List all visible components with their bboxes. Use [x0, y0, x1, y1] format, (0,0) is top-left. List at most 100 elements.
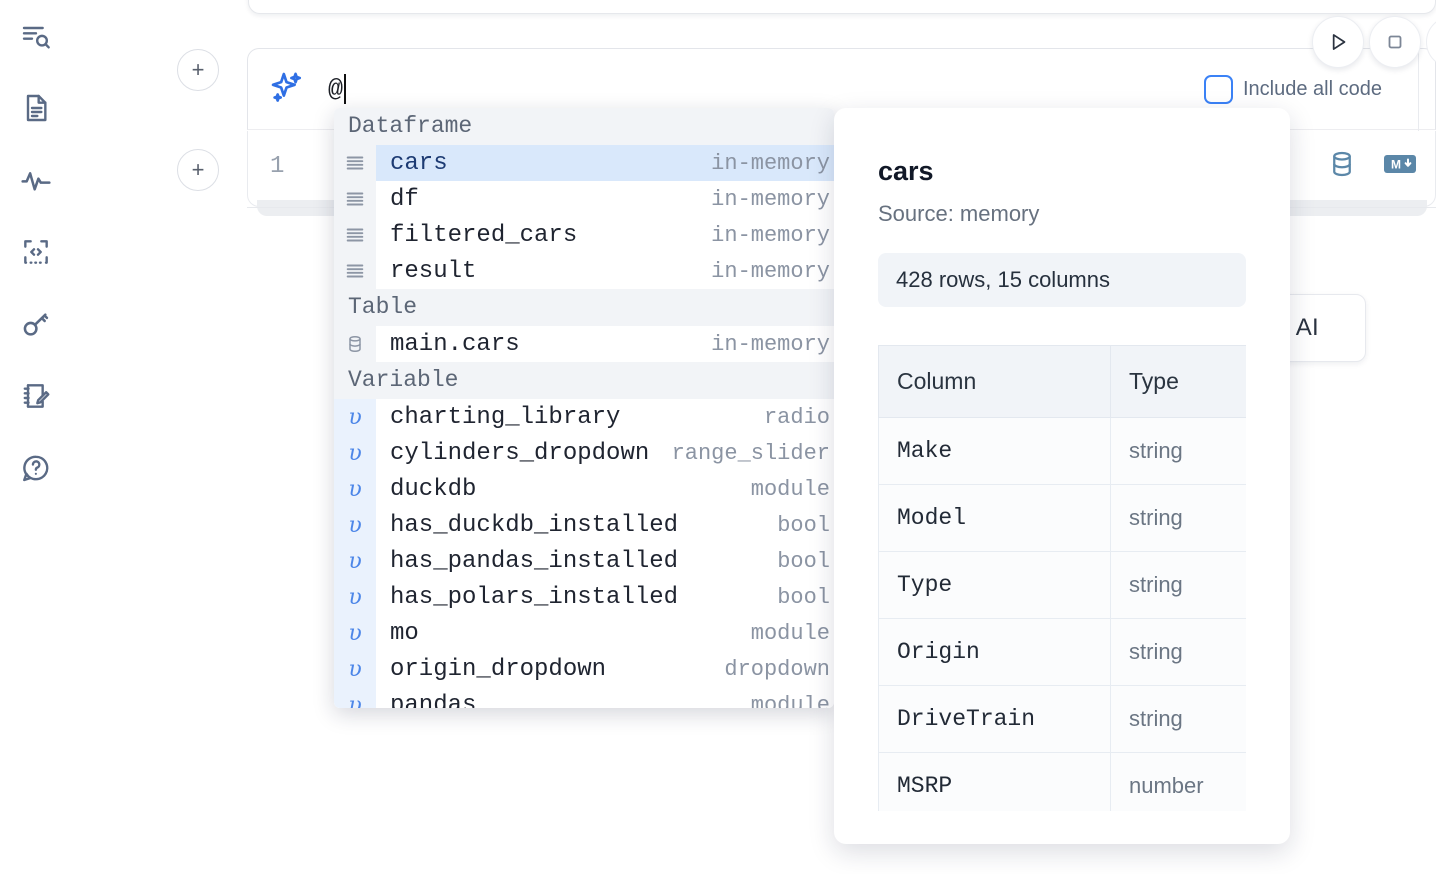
dataframe-icon — [334, 181, 376, 217]
explore-search-icon[interactable] — [14, 14, 58, 58]
autocomplete-item-type: in-memory — [711, 150, 830, 176]
column-type-cell: string — [1110, 551, 1246, 619]
variable-icon: υ — [334, 543, 376, 579]
autocomplete-item-type: bool — [777, 584, 830, 610]
autocomplete-item[interactable]: main.cars in-memory — [334, 326, 834, 362]
autocomplete-item-name: has_duckdb_installed — [390, 511, 679, 539]
autocomplete-item-name: charting_library — [390, 403, 621, 431]
autocomplete-group-header: Dataframe — [334, 108, 834, 145]
column-type-cell: string — [1110, 484, 1246, 552]
left-rail — [0, 0, 72, 874]
column-type-cell: string — [1110, 417, 1246, 485]
column-name-cell: DriveTrain — [878, 685, 1111, 753]
column-name-cell: Origin — [878, 618, 1111, 686]
variable-icon: υ — [334, 651, 376, 687]
cell-toolbar: M — [1327, 149, 1417, 179]
column-name-cell: Model — [878, 484, 1111, 552]
autocomplete-item[interactable]: cars in-memory — [334, 145, 834, 181]
sparkle-ai-icon — [268, 69, 306, 107]
autocomplete-item[interactable]: result in-memory — [334, 253, 834, 289]
autocomplete-item-type: range_slider — [671, 440, 830, 466]
column-header-column: Column — [878, 345, 1111, 418]
variable-icon: υ — [334, 687, 376, 708]
autocomplete-item-type: module — [750, 476, 830, 502]
autocomplete-item-type: in-memory — [711, 222, 830, 248]
autocomplete-item-name: result — [390, 257, 477, 285]
line-number: 1 — [270, 153, 285, 180]
autocomplete-item-name: main.cars — [390, 330, 520, 358]
autocomplete-item-name: has_polars_installed — [390, 583, 679, 611]
variable-icon: υ — [334, 471, 376, 507]
markdown-icon[interactable]: M — [1383, 152, 1417, 176]
autocomplete-group-header: Table — [334, 289, 834, 326]
autocomplete-item-name: df — [390, 185, 419, 213]
variable-icon: υ — [334, 435, 376, 471]
column-type-cell: string — [1110, 618, 1246, 686]
info-title: cars — [878, 156, 934, 186]
column-type-cell: string — [1110, 685, 1246, 753]
panel-above-edge — [248, 0, 1436, 14]
info-shape-badge: 428 rows, 15 columns — [878, 253, 1246, 307]
variable-icon: υ — [334, 615, 376, 651]
column-type-cell: number — [1110, 752, 1246, 811]
database-icon[interactable] — [1327, 149, 1357, 179]
autocomplete-item-name: mo — [390, 619, 419, 647]
variable-icon: υ — [334, 507, 376, 543]
autocomplete-item-name: cars — [390, 149, 448, 177]
add-cell-button-above[interactable]: + — [177, 49, 219, 91]
autocomplete-item-type: module — [750, 692, 830, 709]
activity-icon[interactable] — [14, 158, 58, 202]
help-chat-icon[interactable] — [14, 446, 58, 490]
code-snippet-icon[interactable] — [14, 230, 58, 274]
add-cell-button-below[interactable]: + — [177, 149, 219, 191]
run-button[interactable] — [1312, 16, 1364, 68]
autocomplete-item-type: in-memory — [711, 331, 830, 357]
key-icon[interactable] — [14, 302, 58, 346]
dataframe-icon — [334, 145, 376, 181]
dataframe-info-panel: cars Source: memory 428 rows, 15 columns… — [834, 108, 1290, 844]
document-icon[interactable] — [14, 86, 58, 130]
autocomplete-item-type: in-memory — [711, 258, 830, 284]
autocomplete-item-type: radio — [763, 404, 830, 430]
autocomplete-item-name: has_pandas_installed — [390, 547, 679, 575]
autocomplete-item[interactable]: υ origin_dropdown dropdown — [334, 651, 834, 687]
table-header-row: Column Type — [878, 345, 1246, 418]
autocomplete-item-name: duckdb — [390, 475, 477, 503]
autocomplete-item-type: in-memory — [711, 186, 830, 212]
notes-edit-icon[interactable] — [14, 374, 58, 418]
table-database-icon — [334, 326, 376, 362]
autocomplete-item-type: dropdown — [724, 656, 830, 682]
svg-text:M: M — [1391, 158, 1401, 172]
autocomplete-item[interactable]: υ cylinders_dropdown range_slider — [334, 435, 834, 471]
include-all-code-toggle[interactable]: Include all code — [1204, 75, 1382, 104]
autocomplete-item-name: cylinders_dropdown — [390, 439, 650, 467]
dataframe-icon — [334, 253, 376, 289]
autocomplete-item-name: origin_dropdown — [390, 655, 607, 683]
column-name-cell: MSRP — [878, 752, 1111, 811]
ai-prompt-input[interactable]: @ — [328, 67, 1368, 111]
autocomplete-item[interactable]: df in-memory — [334, 181, 834, 217]
autocomplete-item-type: bool — [777, 548, 830, 574]
autocomplete-group-header: Variable — [334, 362, 834, 399]
autocomplete-item[interactable]: υ has_pandas_installed bool — [334, 543, 834, 579]
include-all-code-checkbox[interactable] — [1204, 75, 1233, 104]
autocomplete-item-type: module — [750, 620, 830, 646]
stop-button[interactable] — [1369, 16, 1421, 68]
text-caret — [344, 74, 347, 104]
